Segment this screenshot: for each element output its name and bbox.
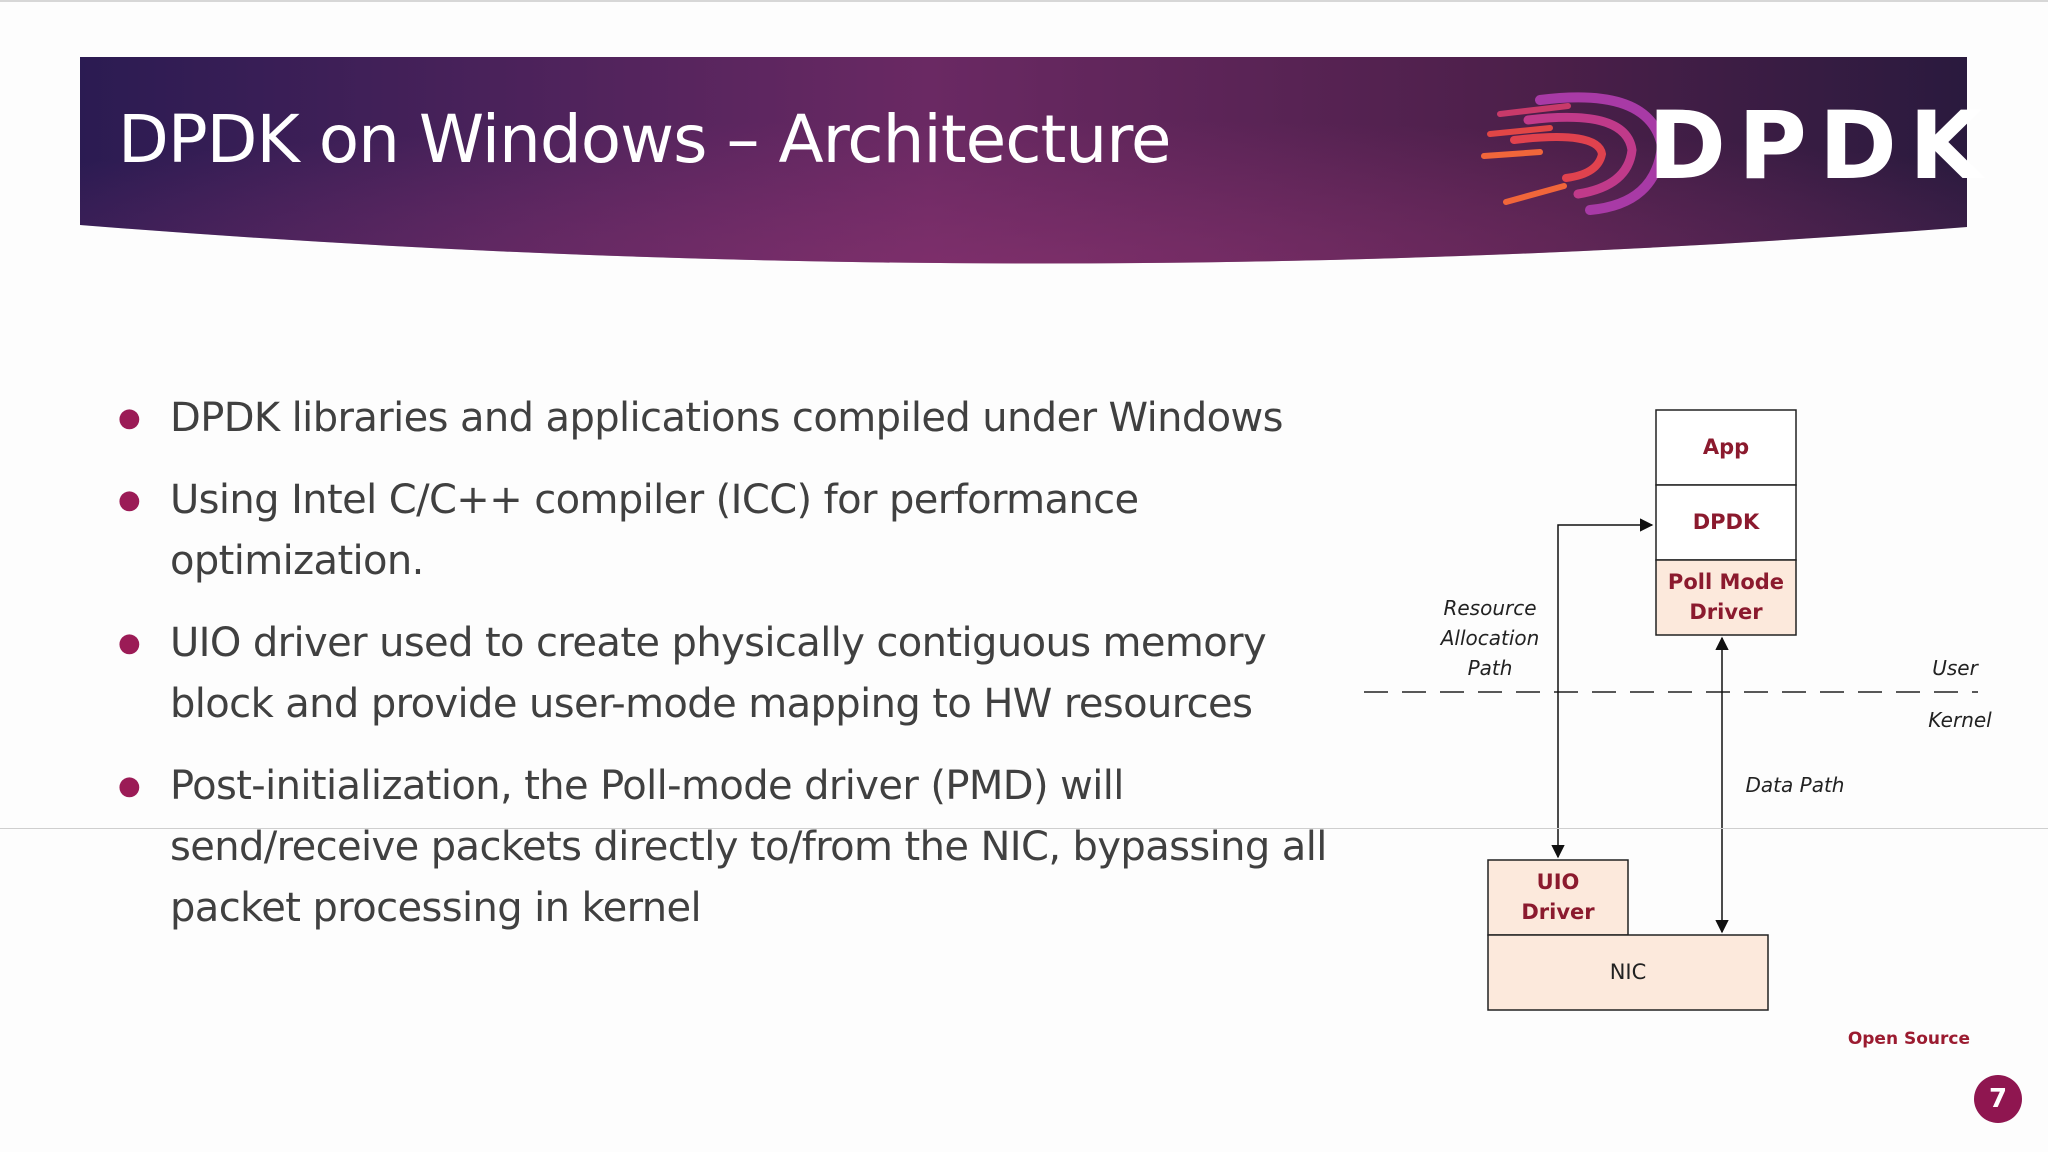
logo-wordmark: DPDK	[1648, 92, 1994, 201]
app-label: App	[1702, 435, 1750, 459]
page-number-badge: 7	[1974, 1075, 2022, 1123]
resource-path-arrow	[1551, 518, 1654, 859]
bullet-text: DPDK libraries and applications compiled…	[170, 395, 1284, 441]
dpdk-label: DPDK	[1692, 510, 1760, 534]
bullet-item: ● Using Intel C/C++ compiler (ICC) for p…	[118, 470, 1368, 592]
footer-brand: Open Source	[1847, 1029, 1970, 1049]
bullet-dot-icon: ●	[118, 403, 141, 433]
bullet-item: ● Post-initialization, the Poll-mode dri…	[118, 756, 1368, 939]
uio-label: UIO Driver	[1521, 870, 1595, 924]
data-path-label: Data Path	[1745, 773, 1845, 797]
user-label: User	[1932, 656, 1978, 680]
bullet-text: Using Intel C/C++ compiler (ICC) for per…	[170, 477, 1139, 584]
top-divider	[0, 0, 2048, 2]
bullet-dot-icon: ●	[118, 485, 141, 515]
bullet-text: Post-initialization, the Poll-mode drive…	[170, 763, 1327, 931]
bullet-list: ● DPDK libraries and applications compil…	[118, 388, 1368, 960]
horizontal-divider	[0, 828, 2048, 829]
nic-box	[1487, 934, 1769, 1011]
bullet-item: ● DPDK libraries and applications compil…	[118, 388, 1368, 449]
bullet-text: UIO driver used to create physically con…	[170, 620, 1267, 727]
slide-title: DPDK on Windows – Architecture	[118, 101, 1172, 178]
resource-path-label: Resource Allocation Path	[1440, 596, 1540, 680]
dpdk-swirl-logo-icon	[1481, 92, 1668, 215]
uio-box	[1487, 859, 1629, 936]
kernel-label: Kernel	[1928, 708, 1992, 732]
dpdk-box	[1655, 484, 1797, 561]
bullet-dot-icon: ●	[118, 771, 141, 801]
pmd-box	[1655, 559, 1797, 636]
bullet-dot-icon: ●	[118, 628, 141, 658]
app-box	[1655, 409, 1797, 486]
nic-label: NIC	[1609, 960, 1647, 984]
pmd-label: Poll Mode Driver	[1667, 570, 1785, 624]
title-banner	[80, 57, 1967, 275]
architecture-diagram: App DPDK Poll Mode Driver UIO Driver NIC…	[1350, 400, 2030, 1040]
bullet-item: ● UIO driver used to create physically c…	[118, 613, 1368, 735]
